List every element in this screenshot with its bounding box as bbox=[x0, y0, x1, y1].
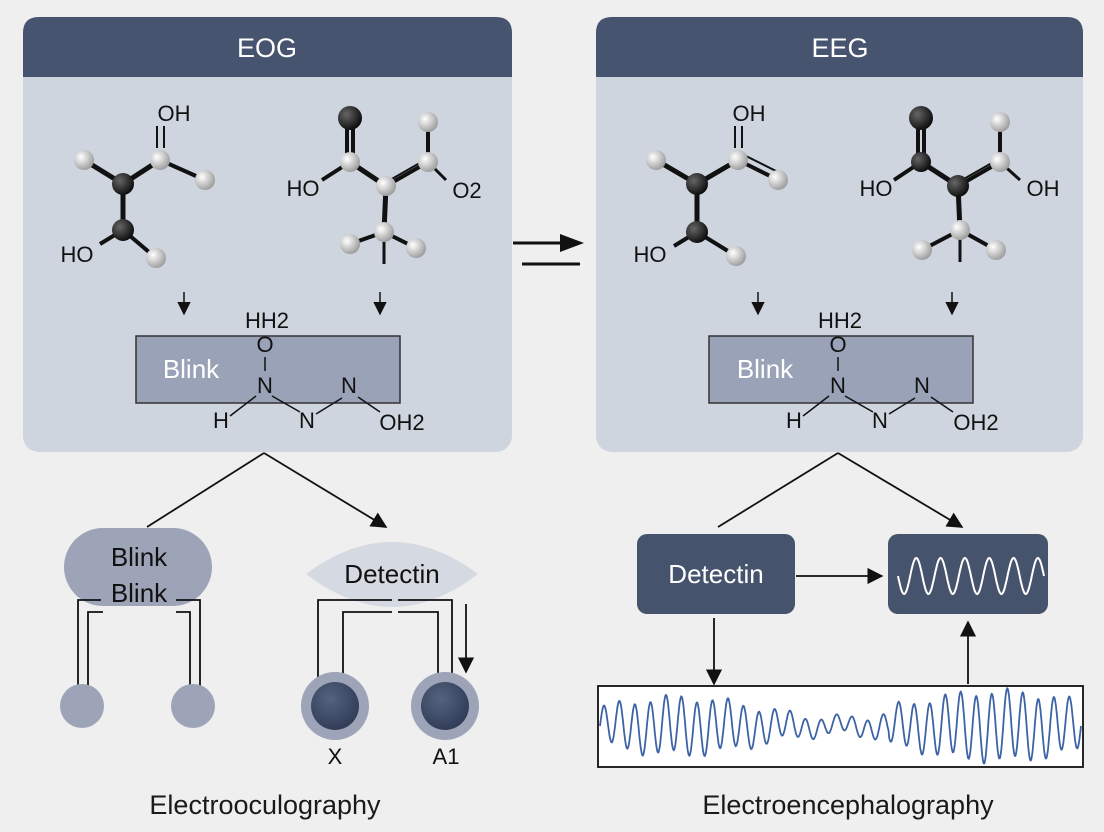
eog-electrode-a1 bbox=[421, 682, 469, 730]
eog-complex-n2: N bbox=[299, 408, 315, 433]
eeg-signal-box bbox=[888, 534, 1048, 614]
eog-panel: EOG OH HO bbox=[23, 17, 512, 452]
eog-mol-left-bottom-label: HO bbox=[61, 242, 94, 267]
eeg-complex-n1: N bbox=[830, 373, 846, 398]
eeg-bottom-section: Detectin Electroencephalography bbox=[597, 452, 1084, 820]
eog-mol-left-top-label: OH bbox=[158, 101, 191, 126]
eeg-molecule-left: OH HO bbox=[634, 101, 788, 267]
eog-complex-top-group: HH2 bbox=[245, 308, 289, 333]
eeg-complex-o: O bbox=[829, 332, 846, 357]
eog-detect-shape bbox=[306, 542, 478, 607]
blink-blob-line1: Blink bbox=[111, 542, 168, 572]
eog-electrode-left bbox=[60, 684, 104, 728]
eog-complex: Blink HH2 O N H N N OH2 bbox=[135, 308, 425, 435]
equilibrium-arrows bbox=[513, 234, 584, 266]
eog-complex-h: H bbox=[213, 408, 229, 433]
eog-header bbox=[23, 17, 512, 77]
blink-blob-line2: Blink bbox=[111, 578, 168, 608]
eeg-branch-left bbox=[717, 452, 839, 528]
eeg-detect-label: Detectin bbox=[668, 559, 763, 589]
eeg-trace-box bbox=[597, 685, 1084, 768]
eeg-branch-right bbox=[837, 452, 964, 528]
eeg-signal-wave bbox=[897, 556, 1045, 596]
eog-complex-label: Blink bbox=[163, 354, 220, 384]
eeg-title: EEG bbox=[811, 33, 868, 63]
eog-bottom-section: Blink Blink Detectin X A1 Electrooculogr… bbox=[60, 452, 479, 820]
eeg-complex-label: Blink bbox=[737, 354, 794, 384]
eeg-complex-box bbox=[708, 335, 974, 404]
eeg-molecule-right: HO OH bbox=[860, 106, 1060, 262]
eeg-panel: EEG OH HO bbox=[596, 17, 1083, 452]
eeg-mol-left-top-label: OH bbox=[733, 101, 766, 126]
eog-electrode-x bbox=[311, 682, 359, 730]
eog-mol-right-left-label: HO bbox=[287, 176, 320, 201]
eeg-mol-left-bottom-label: HO bbox=[634, 242, 667, 267]
eeg-complex-top-group: HH2 bbox=[818, 308, 862, 333]
eeg-mol-right-right-label: OH bbox=[1027, 176, 1060, 201]
eog-branch-right bbox=[263, 452, 388, 528]
eog-molecule-left: OH HO bbox=[61, 101, 215, 268]
eog-electrode-right bbox=[171, 684, 215, 728]
eeg-trace-wave bbox=[599, 686, 1082, 765]
eog-electrode-a1-label: A1 bbox=[433, 744, 460, 769]
eog-complex-n3: N bbox=[341, 373, 357, 398]
eeg-header bbox=[596, 17, 1083, 77]
eog-mol-right-right-label: O2 bbox=[452, 178, 481, 203]
eeg-detect-box bbox=[637, 534, 795, 614]
eog-complex-o: O bbox=[256, 332, 273, 357]
eeg-complex-n3: N bbox=[914, 373, 930, 398]
eeg-mol-right-left-label: HO bbox=[860, 176, 893, 201]
eeg-caption: Electroencephalography bbox=[702, 790, 994, 820]
eog-caption: Electrooculography bbox=[149, 790, 381, 820]
eog-electrode-x-label: X bbox=[328, 744, 343, 769]
eog-complex-box bbox=[135, 335, 401, 404]
eeg-complex-n2: N bbox=[872, 408, 888, 433]
eog-complex-tail: OH2 bbox=[379, 410, 424, 435]
eog-molecule-right: HO O2 bbox=[287, 106, 482, 264]
eeg-complex: Blink HH2 O N H N N OH2 bbox=[708, 308, 999, 435]
eog-branch-left bbox=[146, 452, 265, 528]
eeg-complex-h: H bbox=[786, 408, 802, 433]
eeg-complex-tail: OH2 bbox=[953, 410, 998, 435]
eog-detect-label: Detectin bbox=[344, 559, 439, 589]
eog-title: EOG bbox=[237, 33, 297, 63]
eog-complex-n1: N bbox=[257, 373, 273, 398]
blink-blob bbox=[64, 528, 212, 606]
